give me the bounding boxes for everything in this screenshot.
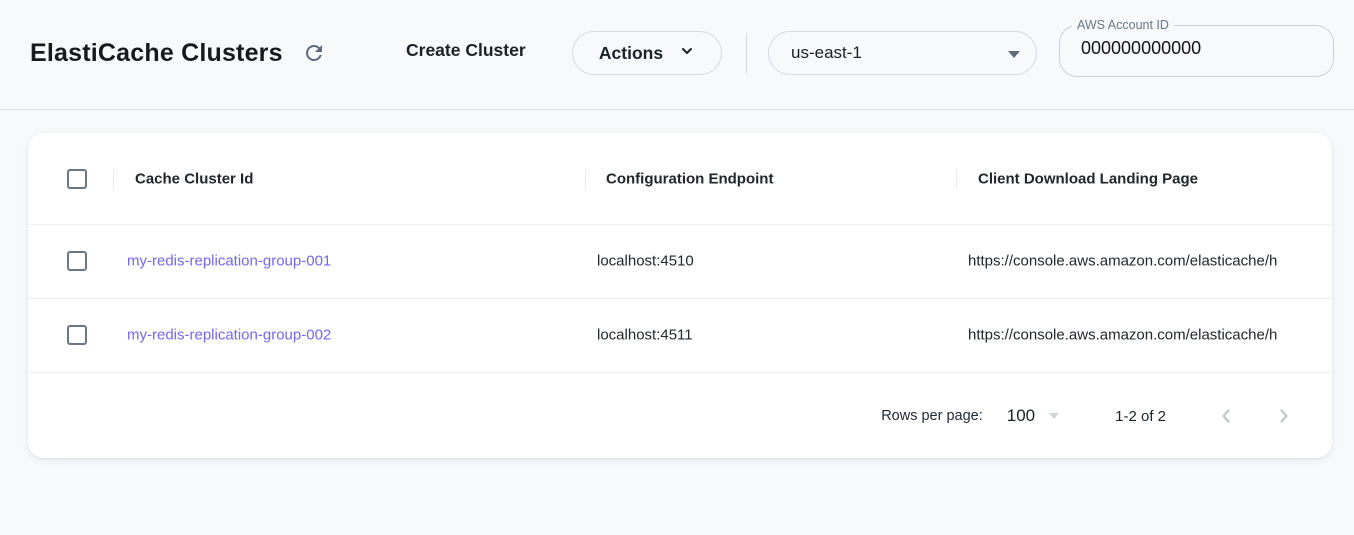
aws-account-id-label: AWS Account ID: [1077, 18, 1169, 32]
column-header-client-download-landing-page[interactable]: Client Download Landing Page: [978, 170, 1199, 187]
cluster-id-link[interactable]: my-redis-replication-group-001: [127, 252, 332, 270]
cluster-id-link[interactable]: my-redis-replication-group-002: [127, 326, 332, 344]
select-all-checkbox[interactable]: [67, 168, 87, 189]
pagination: Rows per page: 100 1-2 of 2: [881, 396, 1296, 436]
refresh-icon: [302, 44, 326, 68]
table-row: my-redis-replication-group-002 localhost…: [28, 298, 1332, 372]
row-divider: [28, 224, 1332, 225]
row-checkbox[interactable]: [67, 325, 87, 345]
column-header-configuration-endpoint[interactable]: Configuration Endpoint: [606, 170, 774, 187]
chevron-down-icon: [679, 43, 695, 64]
row-checkbox[interactable]: [67, 251, 87, 271]
rows-per-page-label: Rows per page:: [881, 408, 983, 424]
dropdown-caret-icon: [1008, 51, 1020, 58]
chevron-left-icon: [1214, 409, 1238, 431]
aws-account-id-field: AWS Account ID: [1059, 19, 1334, 77]
row-divider: [28, 372, 1332, 373]
column-separator: [956, 168, 957, 189]
row-divider: [28, 298, 1332, 299]
column-separator: [113, 168, 114, 189]
region-select-value: us-east-1: [791, 43, 862, 62]
table-header-row: Cache Cluster Id Configuration Endpoint …: [28, 133, 1332, 224]
rows-per-page-value: 100: [1006, 406, 1036, 425]
configuration-endpoint-cell: localhost:4510: [597, 252, 694, 270]
column-header-cache-cluster-id[interactable]: Cache Cluster Id: [135, 170, 254, 187]
column-separator: [585, 168, 586, 189]
configuration-endpoint-cell: localhost:4511: [597, 326, 693, 344]
pagination-range-label: 1-2 of 2: [1115, 407, 1166, 425]
table-row: my-redis-replication-group-001 localhost…: [28, 224, 1332, 298]
refresh-button[interactable]: [300, 40, 328, 68]
region-select[interactable]: us-east-1: [768, 31, 1037, 75]
aws-account-id-input[interactable]: [1081, 37, 1311, 59]
page-title: ElastiCache Clusters: [30, 39, 283, 67]
next-page-button[interactable]: [1272, 404, 1296, 428]
client-download-landing-page-cell: https://console.aws.amazon.com/elasticac…: [968, 252, 1278, 270]
actions-button-label: Actions: [598, 42, 664, 63]
toolbar-divider: [746, 33, 747, 73]
create-cluster-button[interactable]: Create Cluster: [406, 40, 526, 60]
dropdown-caret-icon: [1049, 413, 1060, 419]
chevron-right-icon: [1272, 409, 1296, 431]
previous-page-button[interactable]: [1214, 404, 1238, 428]
table-footer: Rows per page: 100 1-2 of 2: [28, 372, 1332, 458]
clusters-table-card: Cache Cluster Id Configuration Endpoint …: [28, 133, 1332, 458]
client-download-landing-page-cell: https://console.aws.amazon.com/elasticac…: [968, 326, 1278, 344]
actions-button[interactable]: Actions: [572, 31, 722, 75]
rows-per-page-select[interactable]: 100: [1006, 406, 1060, 426]
top-bar: ElastiCache Clusters Create Cluster Acti…: [0, 0, 1354, 110]
